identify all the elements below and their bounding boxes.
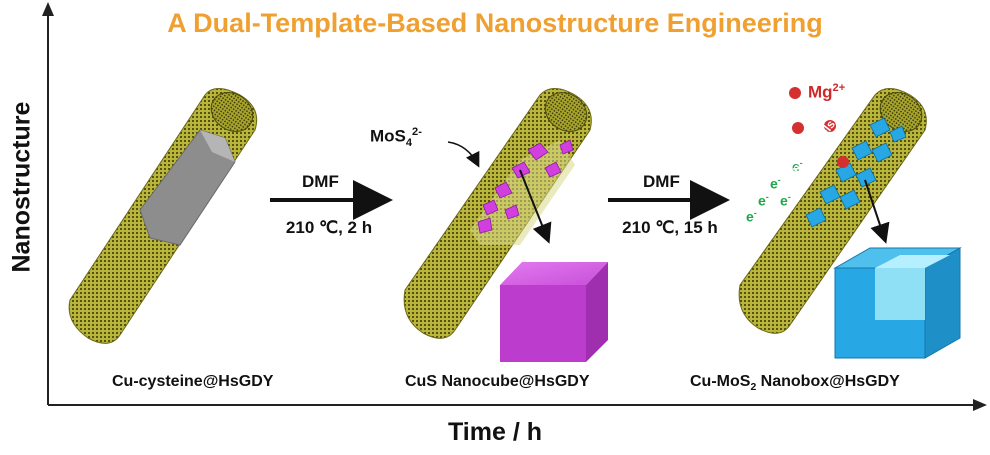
zoom-pointer-1	[519, 169, 552, 244]
mos2-nanoboxes	[805, 117, 907, 228]
caption-cu-mos2-sub: 2	[750, 382, 757, 394]
arrow1-reagent: DMF	[302, 172, 339, 191]
tube-cu-cysteine	[68, 88, 258, 344]
mos4-base: MoS	[370, 126, 406, 146]
electron-text: e	[792, 158, 800, 175]
mos4-label: MoS42-	[370, 126, 422, 149]
electron-label-5: e-	[792, 158, 803, 175]
mg-ion	[792, 122, 804, 134]
arrow1-condition: 210 ℃, 2 h	[285, 218, 373, 237]
electron-sup: -	[765, 192, 769, 202]
mg-ions	[789, 87, 849, 168]
arrow2-reagent: DMF	[643, 172, 680, 191]
y-axis-label: Nanostructure	[7, 101, 36, 273]
electron-sup: -	[787, 192, 791, 202]
mg-sup: 2+	[832, 82, 846, 94]
tube-cus	[403, 88, 592, 339]
mos4-sub: 4	[405, 137, 413, 150]
electron-label-4: e-	[746, 208, 757, 225]
electron-sup: -	[753, 208, 757, 218]
mos4-sup: 2-	[412, 126, 422, 138]
caption-cu-mos2-pre: Cu-MoS	[690, 373, 751, 390]
caption-cu-mos2-nanobox: Cu-MoS2 Nanobox@HsGDY	[690, 373, 900, 393]
zoom-pointer-2	[864, 179, 890, 244]
arrow2-condition: 210 ℃, 15 h	[622, 218, 718, 237]
tube-cu-mos2	[738, 88, 927, 334]
y-axis-arrowhead	[42, 2, 54, 16]
diagram-title: A Dual-Template-Based Nanostructure Engi…	[167, 8, 823, 38]
x-axis-label: Time / h	[447, 418, 542, 446]
mg-ion	[824, 120, 836, 132]
electron-text: e	[770, 175, 778, 192]
axes	[42, 2, 987, 411]
electron-text: e	[758, 192, 766, 209]
caption-cus-nanocube: CuS Nanocube@HsGDY	[405, 373, 590, 390]
caption-cu-mos2-post: Nanobox@HsGDY	[756, 373, 900, 390]
cus-nanocube	[500, 262, 608, 362]
electron-label-1: e-	[770, 175, 781, 192]
electron-text: e	[746, 208, 754, 225]
x-axis-arrowhead	[973, 399, 987, 411]
electron-label-2: e-	[758, 192, 769, 209]
mg-label: Mg2+	[808, 82, 845, 103]
mos4-pointer	[447, 141, 480, 168]
electron-sup: -	[799, 158, 803, 168]
mos2-nanobox	[833, 247, 962, 359]
mg-ion	[837, 156, 849, 168]
electron-text: e	[780, 192, 788, 209]
electron-label-3: e-	[780, 192, 791, 209]
caption-cu-cysteine: Cu-cysteine@HsGDY	[112, 373, 274, 390]
electron-sup: -	[777, 175, 781, 185]
mg-base: Mg	[808, 82, 833, 102]
mg-ion	[789, 87, 801, 99]
